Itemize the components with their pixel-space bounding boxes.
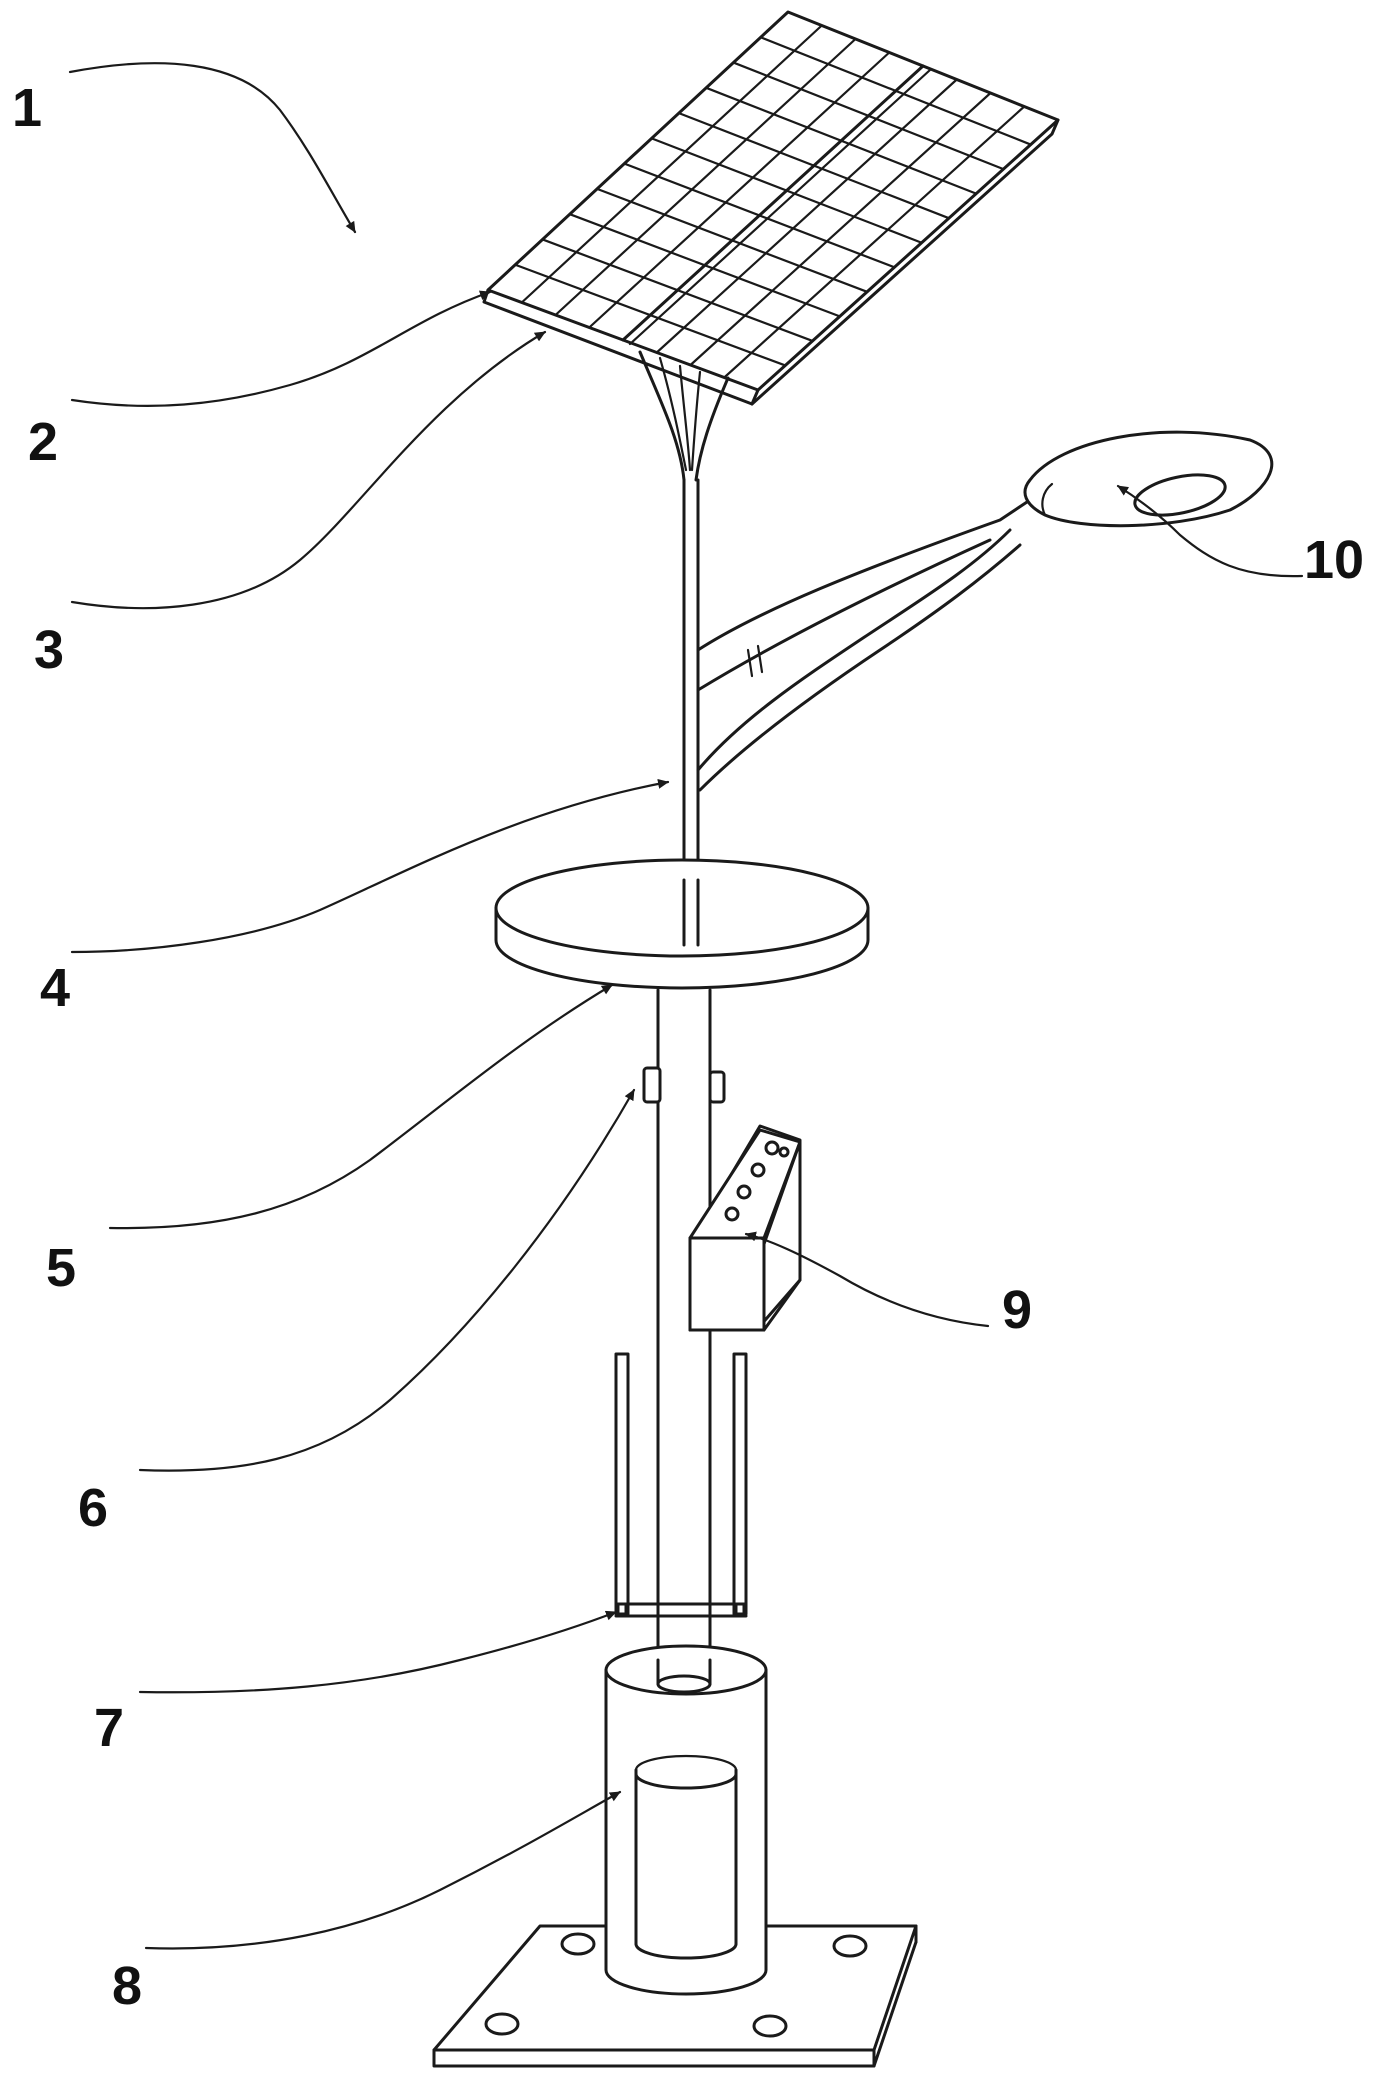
pole-clamps — [642, 1066, 726, 1104]
panel-grid-line — [554, 37, 857, 317]
label-10: 10 — [1304, 530, 1364, 590]
label-8: 8 — [112, 1956, 142, 2016]
label-9: 9 — [1002, 1280, 1032, 1340]
control-box — [688, 1124, 802, 1332]
leader-lines — [68, 62, 1304, 1950]
panel-grid-line — [689, 91, 992, 367]
canopy-disc — [494, 858, 870, 990]
label-4: 4 — [40, 958, 70, 1018]
panel-grid-line — [541, 238, 814, 343]
panel-grid-line — [723, 105, 1026, 379]
panel-grid-line — [732, 61, 1005, 171]
panel-grid-line — [650, 137, 923, 244]
label-6: 6 — [78, 1478, 108, 1538]
label-3: 3 — [34, 620, 64, 680]
battery-frame — [614, 1352, 748, 1618]
lamp-head — [1023, 430, 1274, 528]
panel-grid-line — [677, 111, 951, 220]
panel-grid-line — [514, 263, 787, 367]
labels: 1 2 3 4 5 6 7 8 9 10 — [12, 78, 1364, 2016]
label-5: 5 — [46, 1238, 76, 1298]
panel-bracket — [638, 350, 730, 482]
solar-panel — [482, 10, 1060, 406]
panel-grid-line — [655, 78, 958, 354]
panel-grid-line — [588, 51, 891, 329]
label-1: 1 — [12, 78, 42, 138]
panel-grid-line — [623, 162, 896, 269]
panel-grid-line — [568, 213, 841, 318]
solar-cell-grid — [514, 24, 1032, 379]
panel-grid-line — [759, 36, 1032, 146]
panel-grid-line — [595, 187, 869, 293]
lamp-arm — [696, 498, 1032, 792]
lower-pole — [656, 988, 712, 1742]
panel-grid-line — [520, 24, 823, 304]
base-cylinder — [604, 1644, 768, 1996]
panel-grid-line — [705, 86, 978, 195]
panel-grid-line — [621, 64, 925, 342]
label-7: 7 — [94, 1698, 124, 1758]
label-2: 2 — [28, 412, 58, 472]
